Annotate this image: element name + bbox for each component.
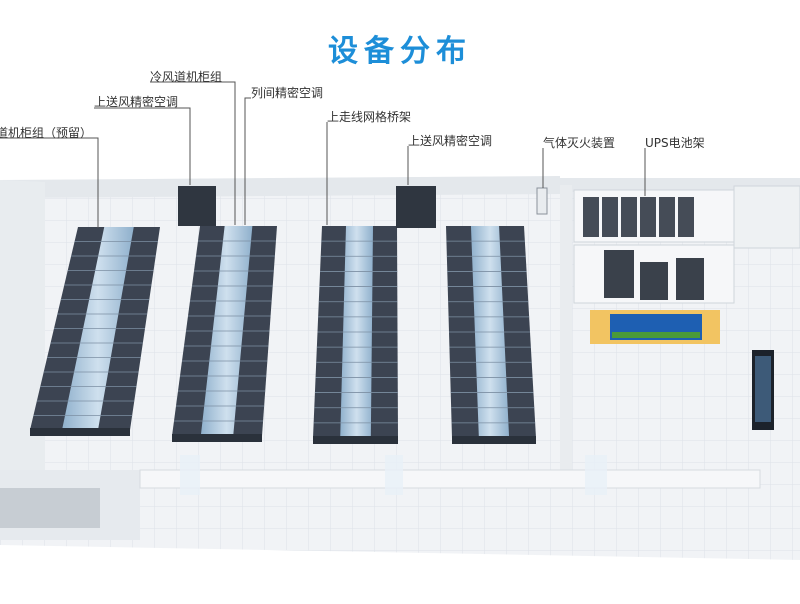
battery-rack	[602, 197, 618, 237]
staircase	[0, 488, 100, 528]
ups-battery-racks	[583, 197, 694, 237]
callout-leader-line	[94, 107, 191, 185]
callout-inter-row-ac: 列间精密空调	[251, 86, 324, 100]
battery-rack	[659, 197, 675, 237]
top-supply-ac-unit-right	[396, 186, 436, 228]
battery-rack	[621, 197, 637, 237]
battery-rack	[678, 197, 694, 237]
left-wall	[0, 180, 45, 470]
callout-ups-battery-rack: UPS电池架	[645, 136, 705, 150]
battery-rack	[583, 197, 599, 237]
callout-overhead-cable-tray: 上走线网格桥架	[327, 110, 412, 124]
glass-partition	[585, 455, 607, 495]
precision-ac-unit	[676, 258, 704, 300]
page-title: 设备分布	[328, 34, 472, 69]
callout-cold-aisle-cabinet-group: 冷风道机柜组	[150, 70, 223, 84]
precision-ac-unit	[640, 262, 668, 300]
wall-monitor-screen	[755, 356, 771, 422]
battery-rack	[640, 197, 656, 237]
callout-top-supply-ac-right: 上送风精密空调	[408, 134, 493, 148]
glass-partition	[385, 455, 403, 495]
wall-sign-plants	[612, 332, 700, 338]
callout-gas-fire-suppression: 气体灭火装置	[543, 136, 616, 150]
front-corridor	[139, 469, 761, 489]
cabinet-row-3-front	[313, 436, 398, 444]
cabinet-row-2-front	[172, 434, 262, 442]
callout-leader-line	[0, 137, 99, 228]
precision-ac-unit	[604, 250, 634, 298]
server-room-entrance-wall	[733, 185, 800, 249]
callout-leader-line	[244, 97, 251, 225]
callout-reserved-cabinet-group: 道机柜组（预留）	[0, 126, 93, 140]
gas-fire-suppression-unit	[536, 187, 548, 215]
cabinet-row-4-front	[452, 436, 536, 444]
cabinet-row-1-front	[30, 428, 130, 436]
callout-leader-line	[150, 81, 236, 225]
callout-top-supply-ac-left: 上送风精密空调	[94, 95, 179, 109]
right-room-divider	[560, 185, 572, 485]
top-supply-ac-unit-left	[178, 186, 216, 226]
glass-partition	[180, 455, 200, 495]
